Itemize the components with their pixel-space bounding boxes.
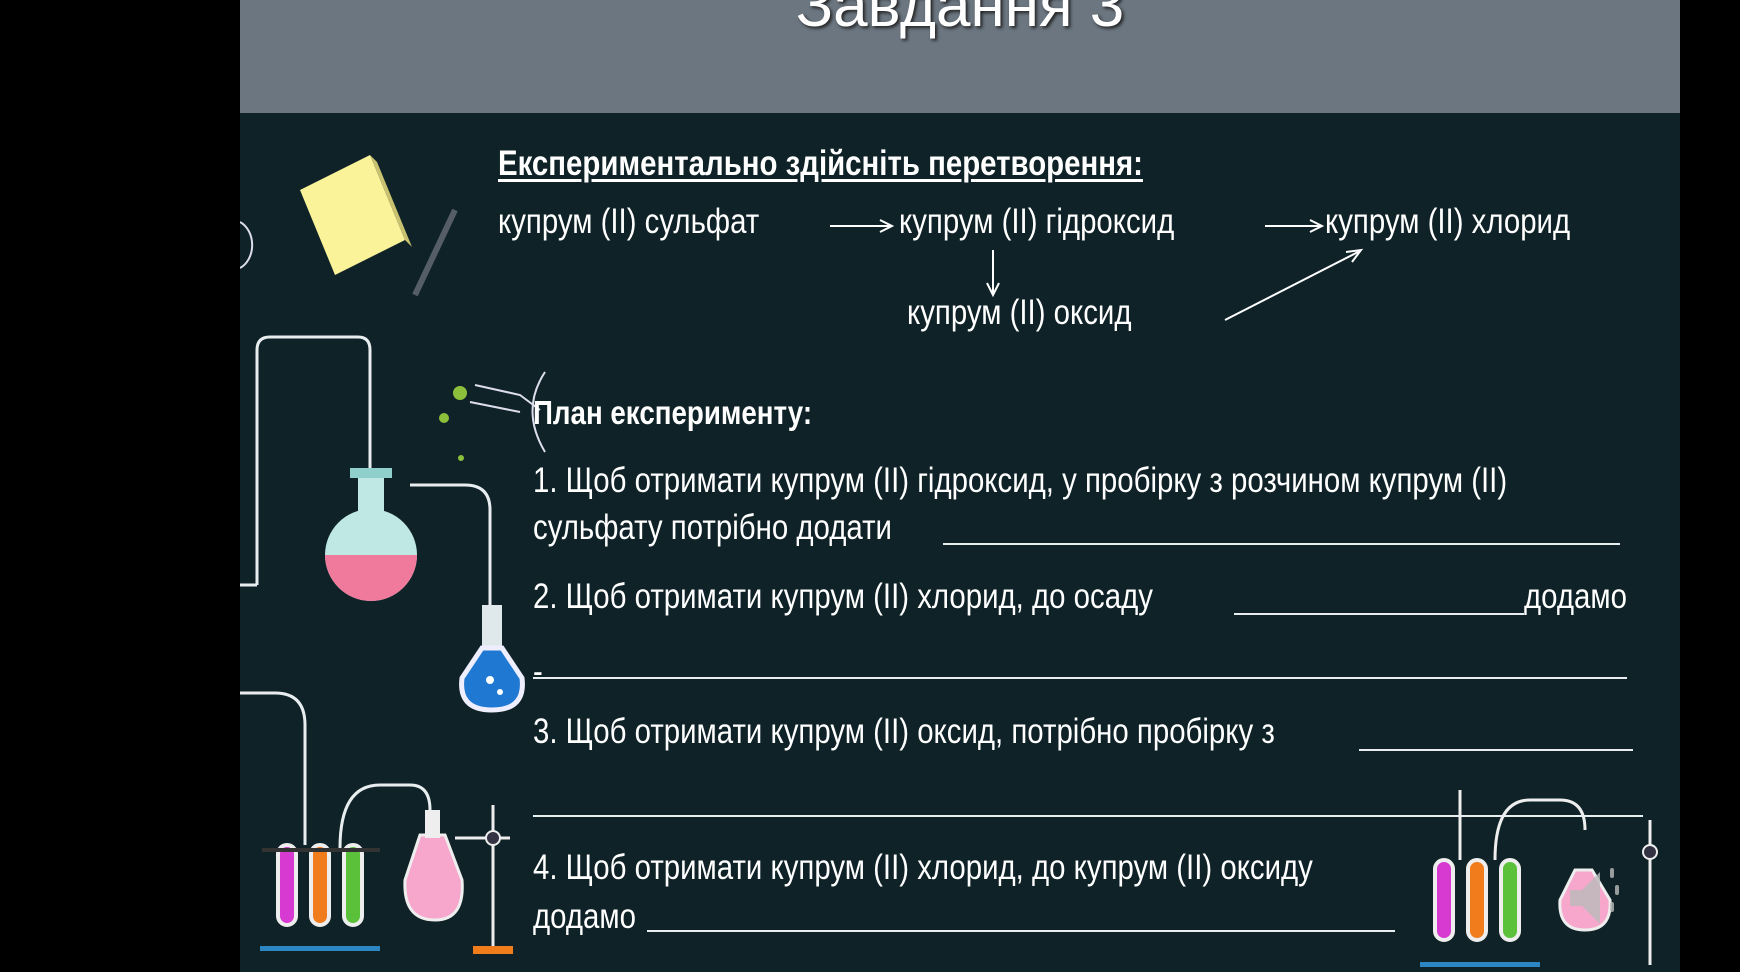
plan-title: План експерименту: <box>533 394 813 431</box>
lab-decoration <box>240 155 1658 967</box>
slide-header: Завдання 3 <box>240 0 1680 113</box>
slide-title: Завдання 3 <box>795 0 1125 40</box>
item-4-line2: додамо <box>533 897 636 936</box>
item-1-line2: сульфату потрібно додати <box>533 508 892 547</box>
reaction-arrows <box>830 219 1364 321</box>
answer-blank-2a[interactable] <box>1234 613 1524 615</box>
item-2-line2: - <box>533 652 543 691</box>
answer-blank-3a[interactable] <box>1359 749 1633 751</box>
task-heading: Експериментально здійсніть перетворення: <box>498 144 1143 183</box>
answer-blank-3b[interactable] <box>533 815 1643 817</box>
scheme-sulfate: купрум (II) сульфат <box>498 202 760 241</box>
small-flask <box>459 605 525 713</box>
scheme-chloride: купрум (II) хлорид <box>1325 202 1571 241</box>
item-3-line1: 3. Щоб отримати купрум (II) оксид, потрі… <box>533 712 1275 751</box>
item-4-line1: 4. Щоб отримати купрум (II) хлорид, до к… <box>533 848 1313 887</box>
round-flask <box>325 468 417 601</box>
answer-blank-4[interactable] <box>647 930 1395 932</box>
test-tubes-icon <box>260 805 513 954</box>
answer-blank-1[interactable] <box>943 543 1620 545</box>
scheme-hydroxide: купрум (II) гідроксид <box>899 202 1175 241</box>
item-2-tail: додамо <box>1524 577 1627 616</box>
item-2-line1: 2. Щоб отримати купрум (II) хлорид, до о… <box>533 577 1153 616</box>
item-1-line1: 1. Щоб отримати купрум (II) гідроксид, у… <box>533 461 1508 500</box>
flask-icon <box>240 335 492 849</box>
scheme-oxide: купрум (II) оксид <box>907 293 1132 332</box>
notepad-icon <box>300 155 458 297</box>
answer-blank-2b[interactable] <box>533 677 1627 679</box>
slide: Завдання 3 <box>240 0 1680 972</box>
speaker-muted-icon <box>1570 868 1619 924</box>
